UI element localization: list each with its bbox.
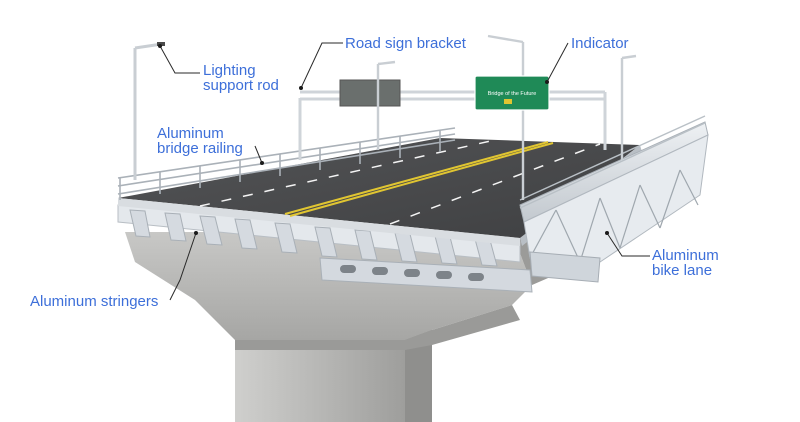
label-line: Aluminum [157, 125, 224, 142]
leader-dots [158, 44, 609, 235]
label-line: Aluminum [652, 247, 719, 264]
label-aluminum-stringers: Aluminum stringers [30, 294, 158, 309]
indicator-sign-text: Bridge of the Future [488, 91, 537, 97]
label-line: Road sign bracket [345, 35, 466, 52]
label-line: Indicator [571, 35, 629, 52]
label-line: support rod [203, 77, 279, 94]
label-line: Aluminum stringers [30, 293, 159, 310]
indicator-sign: Bridge of the Future [474, 75, 550, 111]
label-aluminum-bridge-railing: Aluminum bridge railing [157, 126, 243, 156]
label-line: Lighting [203, 62, 256, 79]
stringer-structure [117, 204, 533, 293]
label-indicator: Indicator [571, 36, 629, 51]
leader-lines [159, 42, 650, 301]
label-aluminum-bike-lane: Aluminum bike lane [652, 248, 719, 278]
left-railing [117, 127, 456, 200]
label-line: bridge railing [157, 140, 243, 157]
label-lighting-support-rod: Lighting support rod [203, 63, 279, 93]
bike-lane-structure [519, 115, 709, 283]
label-road-sign-bracket: Road sign bracket [345, 36, 466, 51]
lighting-pole-left [133, 42, 165, 180]
label-line: bike lane [652, 262, 713, 279]
sign-gantry [298, 34, 637, 200]
